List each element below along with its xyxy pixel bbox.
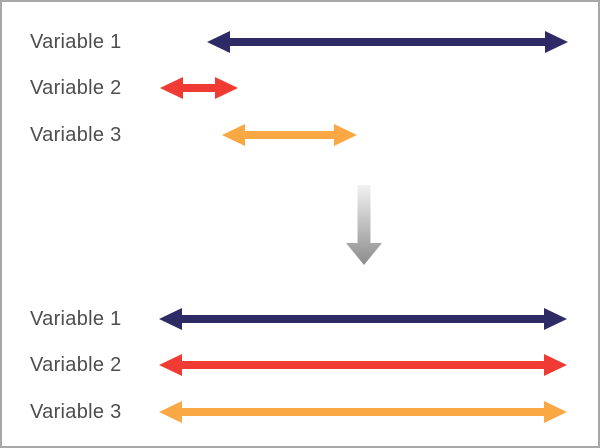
label-variable-1-before: Variable 1 bbox=[30, 31, 122, 53]
range-arrow-variable-2-after-icon bbox=[159, 351, 567, 379]
transform-down-arrow-icon bbox=[346, 185, 382, 265]
range-arrow-variable-2-before-icon bbox=[160, 74, 238, 102]
label-variable-2-before: Variable 2 bbox=[30, 77, 122, 99]
range-arrow-variable-1-after-icon bbox=[159, 305, 567, 333]
label-variable-2-after: Variable 2 bbox=[30, 354, 122, 376]
range-arrow-variable-3-before-icon bbox=[222, 121, 357, 149]
label-variable-3-after: Variable 3 bbox=[30, 401, 122, 423]
label-variable-1-after: Variable 1 bbox=[30, 308, 122, 330]
label-variable-3-before: Variable 3 bbox=[30, 124, 122, 146]
range-arrow-variable-3-after-icon bbox=[159, 398, 567, 426]
range-arrow-variable-1-before-icon bbox=[207, 28, 568, 56]
